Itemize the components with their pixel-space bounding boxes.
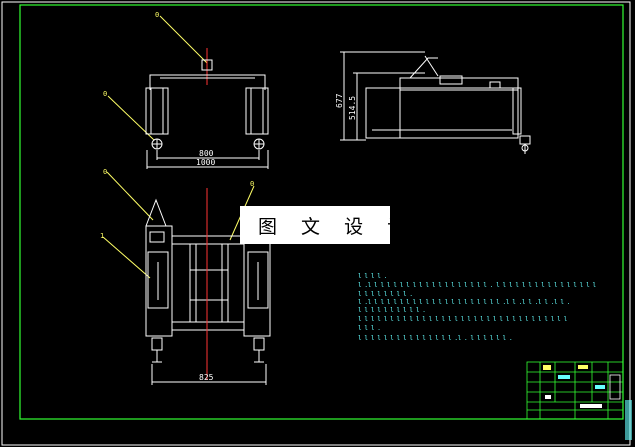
dim-677: 677	[335, 93, 344, 108]
side-top-rail	[399, 77, 519, 91]
watermark-text: 图 文 设 计	[258, 216, 416, 238]
dim-825: 825	[199, 373, 214, 382]
edge-marker	[625, 400, 632, 440]
plan-view	[102, 171, 271, 385]
leader-tag-5: 1	[100, 232, 104, 240]
dim-800: 800	[199, 149, 214, 158]
leader-tag-1: 0	[155, 11, 159, 19]
watermark-box	[240, 206, 390, 244]
leader-tag-4: 0	[250, 180, 254, 188]
right-post	[245, 87, 269, 135]
note-line-5: l l l l l l l l l l .	[358, 307, 425, 314]
dim-1000: 1000	[196, 158, 215, 167]
side-body	[365, 87, 519, 139]
plan-centre-frame	[189, 243, 229, 323]
inner-frame	[19, 4, 624, 420]
leader-line-1	[159, 15, 208, 64]
hook-block	[201, 59, 213, 71]
note-line-8: l l l l l l l l l l l l l l l .l . l l l…	[358, 335, 512, 342]
note-line-4: l .l l l l l l l l l l l l l l l l l l l…	[358, 299, 570, 306]
plan-left-leg	[145, 225, 173, 337]
leader-tag-3: 0	[103, 168, 107, 176]
note-line-2: l .l l l l l l l l l l l l l l l l l l l…	[358, 282, 596, 289]
front-view	[107, 15, 269, 169]
left-post	[145, 87, 169, 135]
title-block	[526, 361, 624, 420]
top-beam	[149, 74, 266, 90]
technical-notes: l l l l . l .l l l l l l l l l l l l l l…	[358, 273, 597, 342]
note-line-1: l l l l .	[358, 273, 387, 280]
leader-tag-2: 0	[103, 90, 107, 98]
leader-line-2	[107, 95, 155, 141]
note-line-6: l l l l l l l l l l l l l l l l l l l l …	[358, 316, 568, 323]
dim-5145: 514.5	[348, 96, 357, 120]
note-line-7: l l l .	[358, 325, 381, 332]
note-line-3: l l l l l l l l .	[358, 291, 413, 298]
side-view	[340, 51, 531, 154]
